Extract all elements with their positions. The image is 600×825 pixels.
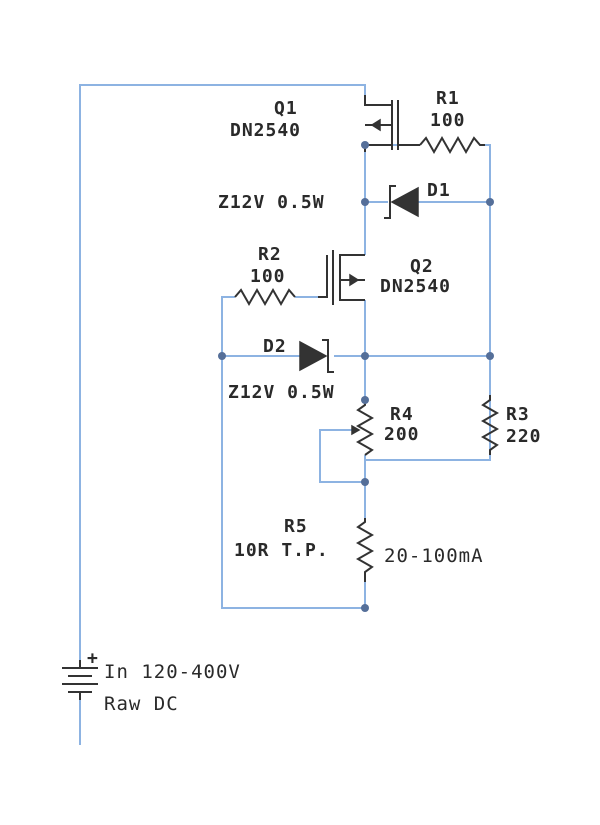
node bbox=[361, 478, 369, 486]
battery-polarity-label: + bbox=[87, 648, 99, 669]
r5-range-label: 20-100mA bbox=[384, 545, 484, 567]
r4-ref-label: R4 bbox=[390, 404, 414, 425]
junction-nodes bbox=[218, 141, 494, 612]
r4-potentiometer bbox=[351, 400, 375, 456]
node bbox=[486, 198, 494, 206]
d1-spec-label: Z12V 0.5W bbox=[218, 192, 325, 213]
node bbox=[361, 352, 369, 360]
q2-part-label: DN2540 bbox=[380, 276, 451, 297]
r4-value-label: 200 bbox=[384, 424, 420, 445]
r1-resistor bbox=[419, 135, 485, 155]
node bbox=[486, 352, 494, 360]
r5-value-label: 10R T.P. bbox=[234, 540, 329, 561]
r5-resistor bbox=[355, 518, 375, 582]
node bbox=[361, 198, 369, 206]
d1-ref-label: D1 bbox=[427, 180, 451, 201]
wires bbox=[79, 84, 491, 745]
r5-ref-label: R5 bbox=[284, 516, 308, 537]
node bbox=[361, 141, 369, 149]
r4-wiper-wire bbox=[319, 429, 365, 483]
d1-zener bbox=[384, 185, 419, 219]
r1-value-label: 100 bbox=[430, 110, 466, 131]
left-return-wire bbox=[221, 356, 365, 609]
r2-value-label: 100 bbox=[250, 266, 286, 287]
battery-symbol bbox=[62, 660, 98, 700]
node bbox=[361, 604, 369, 612]
r3-ref-label: R3 bbox=[506, 404, 530, 425]
node bbox=[218, 352, 226, 360]
right-rail-wire bbox=[365, 144, 491, 461]
q2-ref-label: Q2 bbox=[410, 256, 434, 277]
r1-ref-label: R1 bbox=[436, 88, 460, 109]
r3-value-label: 220 bbox=[506, 426, 542, 447]
node bbox=[361, 396, 369, 404]
supply-voltage-label: In 120-400V bbox=[104, 661, 241, 683]
q1-part-label: DN2540 bbox=[230, 120, 301, 141]
q1-mosfet bbox=[364, 95, 420, 152]
r3-resistor bbox=[480, 395, 500, 455]
r2-resistor bbox=[234, 287, 296, 307]
d2-zener bbox=[299, 339, 334, 373]
supply-rail-wire bbox=[79, 84, 366, 745]
d2-ref-label: D2 bbox=[263, 336, 287, 357]
d2-spec-label: Z12V 0.5W bbox=[228, 382, 335, 403]
r2-ref-label: R2 bbox=[258, 244, 282, 265]
q1-ref-label: Q1 bbox=[274, 98, 298, 119]
supply-type-label: Raw DC bbox=[104, 693, 179, 715]
r2-wire bbox=[221, 296, 318, 356]
q2-mosfet bbox=[318, 250, 365, 305]
